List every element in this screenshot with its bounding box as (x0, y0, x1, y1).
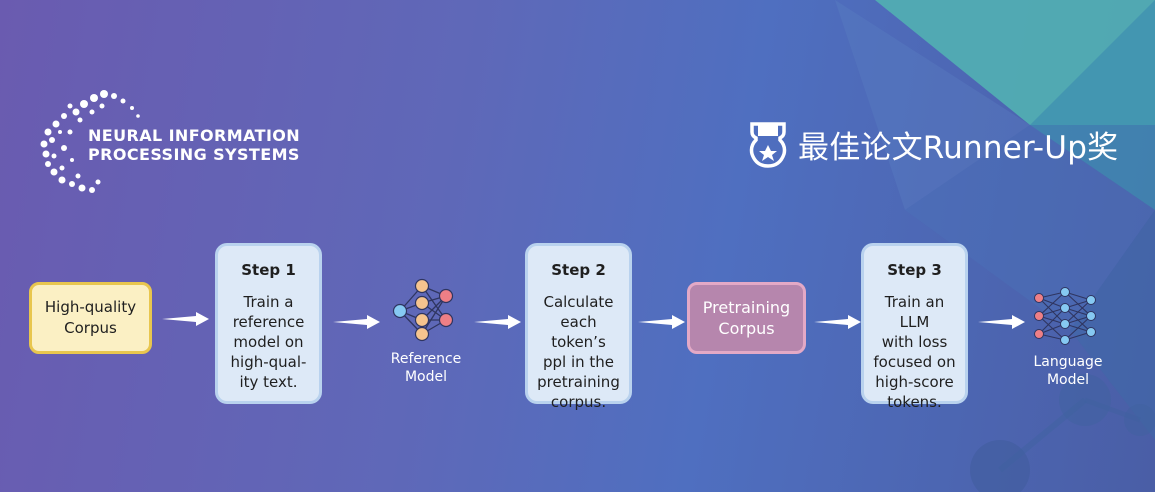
step-3-line: Train an LLM (884, 293, 945, 331)
neurips-logo-text: NEURAL INFORMATION PROCESSING SYSTEMS (88, 126, 300, 164)
step-1-line: model on (233, 333, 304, 351)
reference-model-caption: Reference Model (376, 350, 476, 386)
language-model-line-1: Language (1033, 354, 1103, 370)
arrow-right-icon (638, 315, 685, 329)
step-3-box: Step 3 Train an LLM with loss focused on… (861, 243, 968, 411)
corpus-label-line-1: High-quality (44, 298, 137, 316)
language-model-caption: Language Model (1018, 353, 1118, 389)
step-3-line: with loss (881, 333, 948, 351)
step-2-line: Calculate (543, 293, 614, 311)
arrow-right-icon (814, 315, 861, 329)
step-2-line: pretraining (537, 373, 620, 391)
step-1-line: reference (232, 313, 305, 331)
trophy-badge-icon (749, 122, 787, 168)
reference-model-network-icon (392, 278, 454, 342)
pretraining-label-line-2: Corpus (718, 319, 775, 338)
high-quality-corpus-box: High-quality Corpus (29, 282, 152, 354)
arrow-right-icon (162, 312, 209, 326)
step-2-box: Step 2 Calculate each token’s ppl in the… (525, 243, 632, 411)
step-2-line: ppl in the (542, 353, 615, 371)
arrow-right-icon (474, 315, 521, 329)
pretraining-corpus-box: Pretraining Corpus (687, 282, 806, 354)
language-model-line-2: Model (1046, 372, 1090, 388)
step-2-line: each token’s (551, 313, 606, 351)
award-banner: 最佳论文Runner-Up奖 (746, 119, 1118, 169)
step-1-line: ity text. (239, 373, 298, 391)
logo-line-1: NEURAL INFORMATION (88, 126, 301, 145)
step-1-line: high-qual- (230, 353, 307, 371)
step-3-line: focused on (873, 353, 956, 371)
reference-model-line-1: Reference (390, 351, 462, 367)
logo-line-2: PROCESSING SYSTEMS (88, 145, 300, 164)
step-2-title: Step 2 (551, 261, 606, 279)
arrow-right-icon (333, 315, 380, 329)
step-3-line: tokens. (887, 393, 942, 411)
step-3-line: high-score (875, 373, 954, 391)
step-1-box: Step 1 Train a reference model on high-q… (215, 243, 322, 404)
step-3-title: Step 3 (887, 261, 942, 279)
reference-model-line-2: Model (404, 369, 448, 385)
step-1-title: Step 1 (241, 261, 296, 279)
arrow-right-icon (978, 315, 1025, 329)
step-2-line: corpus. (550, 393, 607, 411)
language-model-network-icon (1034, 287, 1096, 345)
award-text: 最佳论文Runner-Up奖 (798, 129, 1119, 166)
neurips-logo-icon (40, 90, 140, 193)
corpus-label-line-2: Corpus (64, 319, 117, 337)
pretraining-label-line-1: Pretraining (702, 298, 791, 317)
step-1-line: Train a (243, 293, 294, 311)
